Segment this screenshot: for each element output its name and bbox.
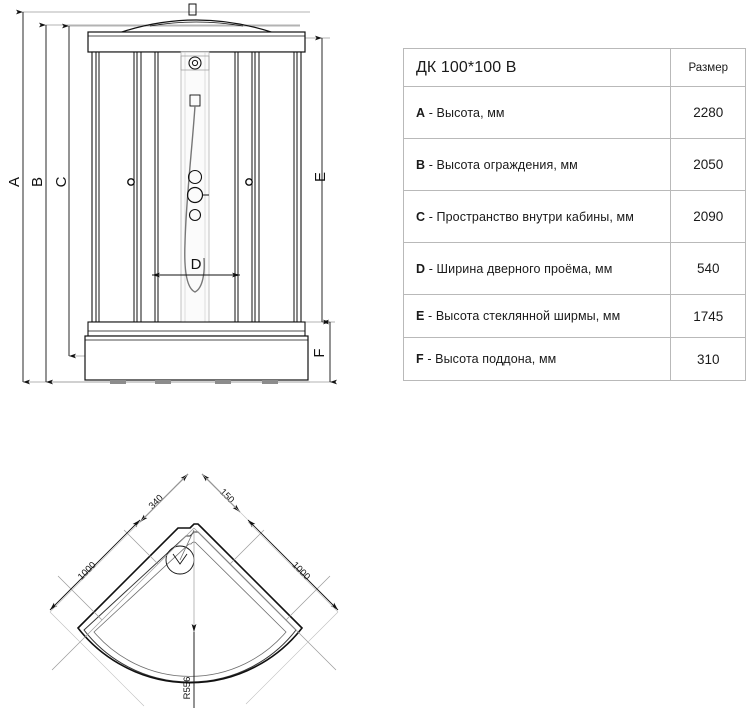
plan-dimension-left-overall: 1000	[76, 560, 99, 583]
row-key-d: D	[416, 261, 426, 276]
table-row: B - Высота ограждения, мм 2050	[402, 138, 746, 191]
row-value-d: 540	[670, 242, 746, 295]
dimension-label-b: B	[29, 177, 46, 187]
table-row: C - Пространство внутри кабины, мм 2090	[402, 190, 746, 243]
row-value-a: 2280	[670, 86, 746, 139]
row-label-a: A - Высота, мм	[402, 86, 672, 139]
row-label-f: F - Высота поддона, мм	[402, 337, 672, 381]
door-handle-right	[245, 178, 253, 186]
row-text-b: - Высота ограждения, мм	[425, 157, 578, 172]
dimension-label-c: C	[53, 176, 70, 187]
specification-table: ДК 100*100 В Размер A - Высота, мм 2280 …	[402, 48, 746, 381]
roof-vent	[188, 3, 197, 16]
control-knob-lower	[188, 208, 202, 222]
tray-lip	[87, 321, 306, 337]
control-knob-mid	[186, 186, 204, 204]
row-label-d: D - Ширина дверного проёма, мм	[402, 242, 672, 295]
row-label-e: E - Высота стеклянной ширмы, мм	[402, 294, 672, 338]
table-row: A - Высота, мм 2280	[402, 86, 746, 139]
row-value-c: 2090	[670, 190, 746, 243]
elevation-drawing: A B C E F	[0, 0, 380, 400]
row-key-b: B	[416, 157, 426, 172]
roof-dome	[104, 19, 289, 39]
tray-feet	[110, 380, 278, 384]
table-row: E - Высота стеклянной ширмы, мм 1745	[402, 294, 746, 338]
drain-leader	[179, 529, 195, 561]
plan-dimension-right-overall: 1000	[289, 560, 312, 583]
table-value-header-cell: Размер	[670, 48, 746, 87]
dimension-label-d: D	[191, 256, 202, 273]
row-text-a: - Высота, мм	[425, 105, 505, 120]
table-body: ДК 100*100 В Размер A - Высота, мм 2280 …	[402, 48, 746, 381]
vertical-dimension-lines	[16, 9, 337, 385]
top-cap	[87, 31, 306, 53]
row-key-f: F	[416, 352, 424, 366]
plan-guide-frame	[49, 473, 339, 707]
row-text-e: - Высота стеклянной ширмы, мм	[424, 309, 621, 323]
shower-hose	[184, 105, 205, 293]
plan-dim-line-left-1000	[49, 519, 141, 611]
row-key-e: E	[416, 309, 425, 323]
row-text-c: - Пространство внутри кабины, мм	[425, 209, 634, 224]
shower-panel	[180, 51, 210, 323]
dimension-label-a: A	[6, 177, 23, 187]
cabin-elevation: D	[84, 3, 309, 384]
dimension-label-f: F	[311, 348, 328, 357]
control-knob-upper	[187, 169, 203, 185]
row-label-b: B - Высота ограждения, мм	[402, 138, 672, 191]
plan-dimension-left-inner: 340	[147, 493, 166, 512]
shower-tray-plan	[76, 523, 304, 684]
plan-drawing: R556 1000 1000 340 150	[40, 440, 370, 715]
plan-dimension-radius: R556	[182, 677, 193, 700]
roof-dome-inner	[149, 21, 244, 27]
table-row: D - Ширина дверного проёма, мм 540	[402, 242, 746, 295]
table-title-cell: ДК 100*100 В	[402, 48, 672, 87]
row-text-d: - Ширина дверного проёма, мм	[425, 261, 613, 276]
row-text-f: - Высота поддона, мм	[423, 352, 557, 366]
row-value-f: 310	[670, 337, 746, 381]
row-key-c: C	[416, 209, 426, 224]
tray-basin	[93, 541, 287, 677]
row-value-e: 1745	[670, 294, 746, 338]
table-header-row: ДК 100*100 В Размер	[402, 48, 746, 87]
dimension-label-e: E	[312, 172, 329, 182]
plan-dim-line-right-1000	[247, 519, 339, 611]
row-key-a: A	[416, 105, 426, 120]
door-handle-left	[127, 178, 135, 186]
shower-head-icon	[188, 56, 202, 70]
row-value-b: 2050	[670, 138, 746, 191]
plan-dimension-right-inner: 150	[217, 487, 236, 506]
row-label-c: C - Пространство внутри кабины, мм	[402, 190, 672, 243]
table-row: F - Высота поддона, мм 310	[402, 337, 746, 381]
tray-body	[84, 335, 309, 381]
shower-head-housing	[180, 55, 210, 71]
drain-mark	[172, 553, 188, 565]
